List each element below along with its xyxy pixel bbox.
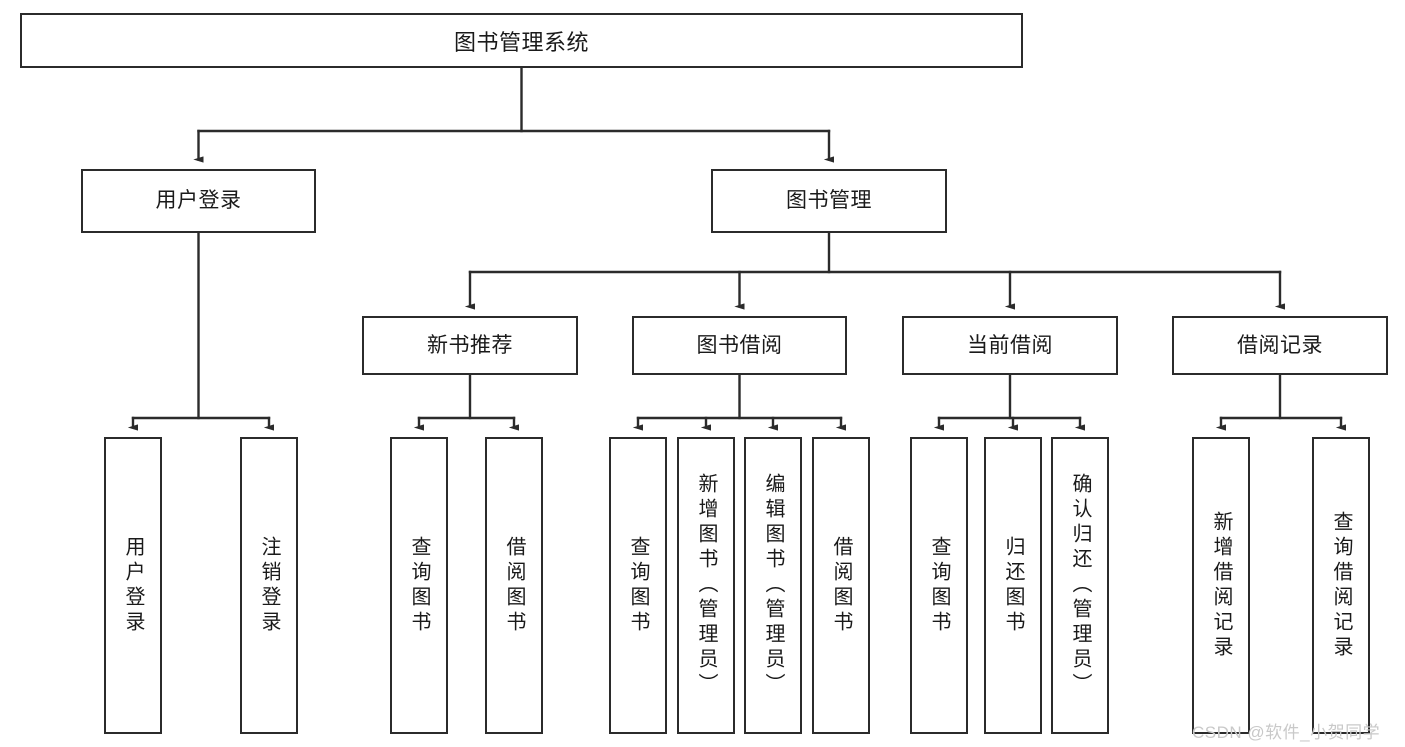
node-leaf-add-record-label: 新增借阅记录 (1210, 510, 1232, 661)
node-leaf-query-book-2[interactable]: 查询图书 (609, 437, 667, 734)
node-leaf-query-record-label: 查询借阅记录 (1330, 510, 1352, 661)
node-current-borrow[interactable]: 当前借阅 (902, 316, 1118, 375)
node-leaf-return-book-label: 归还图书 (1002, 535, 1024, 636)
node-leaf-return-book[interactable]: 归还图书 (984, 437, 1042, 734)
node-book-manage[interactable]: 图书管理 (711, 169, 947, 233)
node-borrow-record-label: 借阅记录 (1237, 333, 1323, 357)
node-user-login-label: 用户登录 (155, 189, 242, 213)
node-root-label: 图书管理系统 (453, 29, 589, 55)
csdn-watermark: CSDN @软件_小贺同学 (1192, 723, 1381, 742)
node-book-manage-label: 图书管理 (786, 189, 872, 213)
node-leaf-query-book-3[interactable]: 查询图书 (910, 437, 968, 734)
node-book-borrow[interactable]: 图书借阅 (632, 316, 847, 375)
node-leaf-borrow-book-2-label: 借阅图书 (830, 535, 852, 636)
node-user-login[interactable]: 用户登录 (81, 169, 316, 233)
node-leaf-confirm-return-label: 确认归还（管理员） (1069, 473, 1091, 698)
node-leaf-user-login[interactable]: 用户登录 (104, 437, 162, 734)
node-leaf-confirm-return[interactable]: 确认归还（管理员） (1051, 437, 1109, 734)
node-leaf-borrow-book-2[interactable]: 借阅图书 (812, 437, 870, 734)
node-leaf-user-logout-label: 注销登录 (258, 535, 280, 636)
node-leaf-add-book[interactable]: 新增图书（管理员） (677, 437, 735, 734)
node-leaf-add-record[interactable]: 新增借阅记录 (1192, 437, 1250, 734)
node-leaf-user-login-label: 用户登录 (122, 535, 144, 636)
node-leaf-query-book-3-label: 查询图书 (928, 535, 950, 636)
node-new-book-recommend-label: 新书推荐 (427, 333, 513, 357)
node-new-book-recommend[interactable]: 新书推荐 (362, 316, 578, 375)
node-leaf-user-logout[interactable]: 注销登录 (240, 437, 298, 734)
node-book-borrow-label: 图书借阅 (696, 333, 783, 357)
node-root[interactable]: 图书管理系统 (20, 13, 1023, 68)
node-leaf-query-record[interactable]: 查询借阅记录 (1312, 437, 1370, 734)
node-borrow-record[interactable]: 借阅记录 (1172, 316, 1388, 375)
node-leaf-edit-book[interactable]: 编辑图书（管理员） (744, 437, 802, 734)
node-leaf-query-book-1[interactable]: 查询图书 (390, 437, 448, 734)
node-leaf-add-book-label: 新增图书（管理员） (695, 473, 717, 698)
node-leaf-borrow-book-1[interactable]: 借阅图书 (485, 437, 543, 734)
node-leaf-query-book-1-label: 查询图书 (408, 535, 430, 636)
node-leaf-query-book-2-label: 查询图书 (627, 535, 649, 636)
node-leaf-borrow-book-1-label: 借阅图书 (503, 535, 525, 636)
node-current-borrow-label: 当前借阅 (967, 333, 1053, 357)
node-leaf-edit-book-label: 编辑图书（管理员） (762, 473, 784, 698)
